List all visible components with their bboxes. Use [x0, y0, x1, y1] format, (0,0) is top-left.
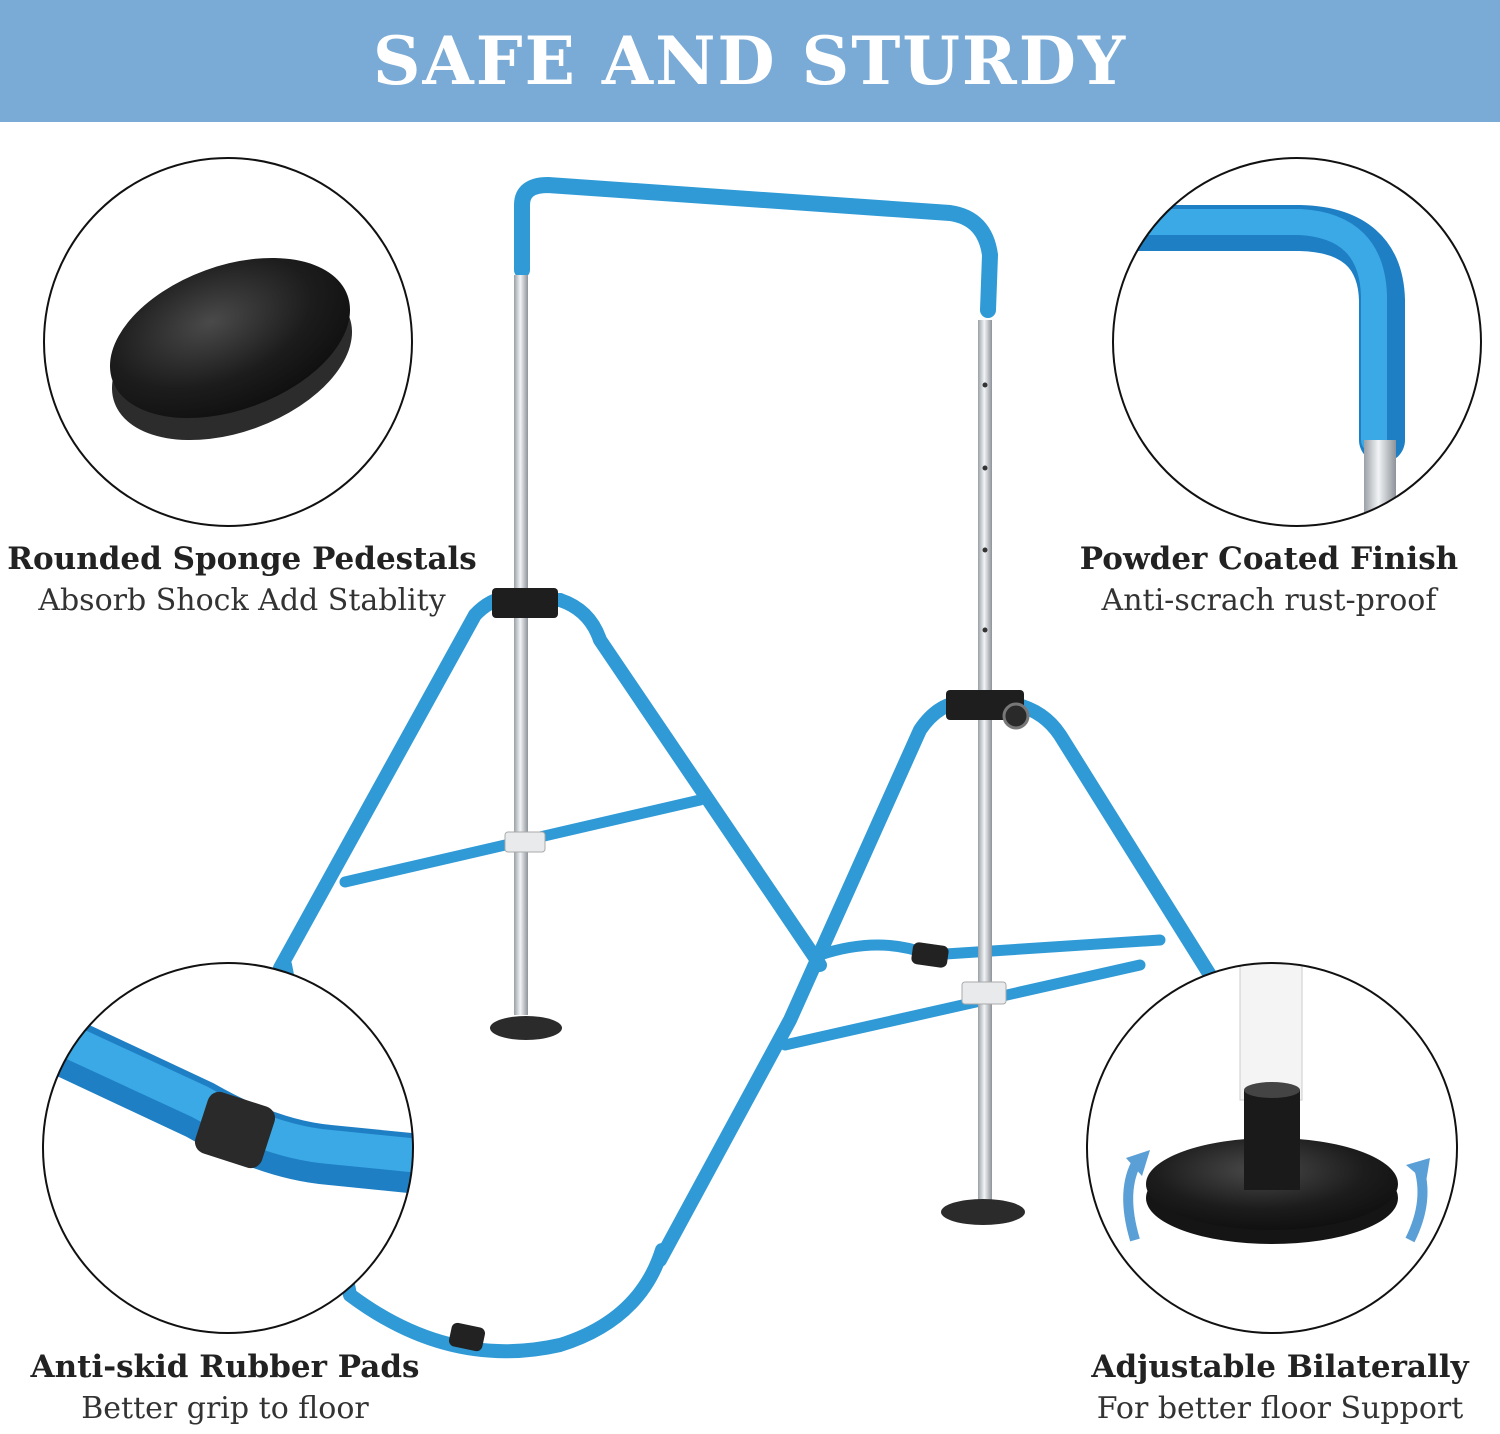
feature-rubber-pads: Anti-skid Rubber Pads Better grip to flo… [0, 1346, 450, 1430]
adjustable-base-detail [1086, 962, 1458, 1334]
gymnastics-bar-frame [273, 177, 1217, 1359]
feature-sponge-pedestals: Rounded Sponge Pedestals Absorb Shock Ad… [0, 538, 484, 622]
feature-powder-coated: Powder Coated Finish Anti-scrach rust-pr… [1036, 538, 1500, 622]
feature-title: Adjustable Bilaterally [1091, 1349, 1469, 1385]
powder-coated-bar-detail [1112, 157, 1482, 527]
feature-subtitle: For better floor Support [1096, 1391, 1464, 1426]
header-banner: SAFE AND STURDY [0, 0, 1500, 122]
page-title: SAFE AND STURDY [372, 22, 1128, 100]
feature-subtitle: Absorb Shock Add Stablity [38, 583, 446, 618]
feature-subtitle: Anti-scrach rust-proof [1101, 583, 1437, 618]
feature-title: Powder Coated Finish [1079, 541, 1459, 577]
feature-adjustable: Adjustable Bilaterally For better floor … [1060, 1346, 1500, 1430]
feature-title: Rounded Sponge Pedestals [7, 541, 477, 577]
feature-title: Anti-skid Rubber Pads [30, 1349, 420, 1385]
product-illustration [42, 157, 1482, 1359]
sponge-pedestal-detail [43, 157, 413, 527]
height-adjust-poles [448, 275, 1030, 1352]
rubber-pad-detail [42, 962, 414, 1334]
feature-subtitle: Better grip to floor [81, 1391, 369, 1426]
